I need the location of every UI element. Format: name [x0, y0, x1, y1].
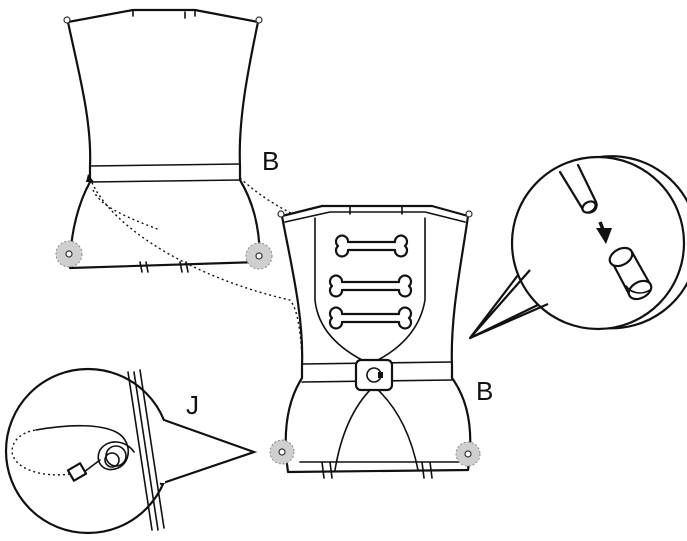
toggle-fastener-2	[328, 274, 413, 298]
cord-strands	[127, 369, 165, 531]
upper-cover-wheel-left	[55, 240, 83, 268]
toggle-fastener-1	[334, 234, 409, 258]
label-b-top: B	[262, 146, 280, 176]
cord-knot	[11, 424, 135, 482]
routing-arrow-left	[86, 174, 94, 182]
socket-cylinder	[608, 246, 653, 301]
peg-rod	[558, 163, 598, 214]
main-wheel-right	[455, 441, 481, 467]
belt-buckle	[354, 358, 394, 392]
upper-cover-outline	[63, 8, 263, 273]
insert-direction-arrow	[596, 221, 612, 244]
upper-cover-wheel-right	[245, 242, 273, 270]
main-wheel-left	[269, 439, 295, 465]
toggle-fastener-3	[328, 306, 413, 330]
detail-callout-left	[4, 367, 258, 535]
label-b-right: B	[476, 376, 494, 406]
label-j: J	[186, 390, 199, 420]
